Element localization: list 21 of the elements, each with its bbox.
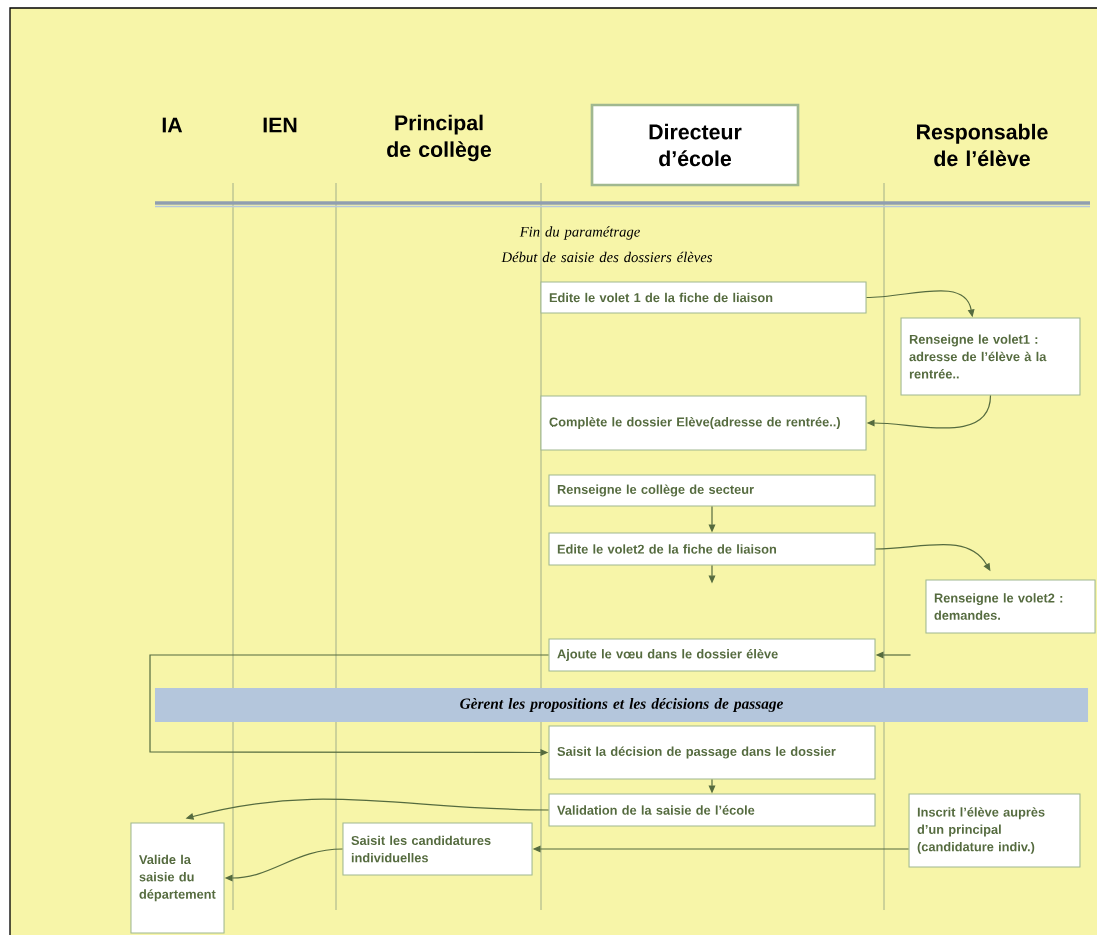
- step-box: Edite le volet2 de la fiche de liaison: [548, 532, 876, 566]
- phase-band: Gèrent les propositions et les décisions de passage: [154, 688, 1089, 722]
- step-box: Saisit la décision de passage dans le dossier: [548, 725, 876, 780]
- step-box: Edite le volet 1 de la fiche de liaison: [540, 281, 867, 314]
- step-box: Valide la saisie du département: [130, 822, 225, 934]
- lane-title: IA: [162, 117, 183, 133]
- lane-title: Responsable de l’élève: [917, 123, 1048, 167]
- lane-title: IEN: [263, 117, 297, 133]
- step-box: Renseigne le volet2 : demandes.: [925, 579, 1096, 634]
- lane-title: Principal de collège: [387, 114, 491, 162]
- phase-note: Fin du paramétrage: [519, 226, 640, 240]
- step-box: Inscrit l’élève auprès d’un principal (candidature indiv.): [908, 793, 1081, 868]
- step-box: Validation de la saisie de l’école: [548, 793, 876, 827]
- step-box: Saisit les candidatures individuelles: [342, 822, 533, 876]
- phase-note: Début de saisie des dossiers élèves: [501, 251, 713, 263]
- arrow: [149, 654, 550, 756]
- step-box: Complète le dossier Elève(adresse de rentrée..): [540, 395, 867, 451]
- header-box: Directeur d’école: [590, 103, 800, 187]
- step-box: Ajoute le vœu dans le dossier élève: [548, 638, 876, 672]
- step-box: Renseigne le volet1 : adresse de l’élève à la rentrée..: [900, 317, 1081, 396]
- step-box: Renseigne le collège de secteur: [548, 474, 876, 507]
